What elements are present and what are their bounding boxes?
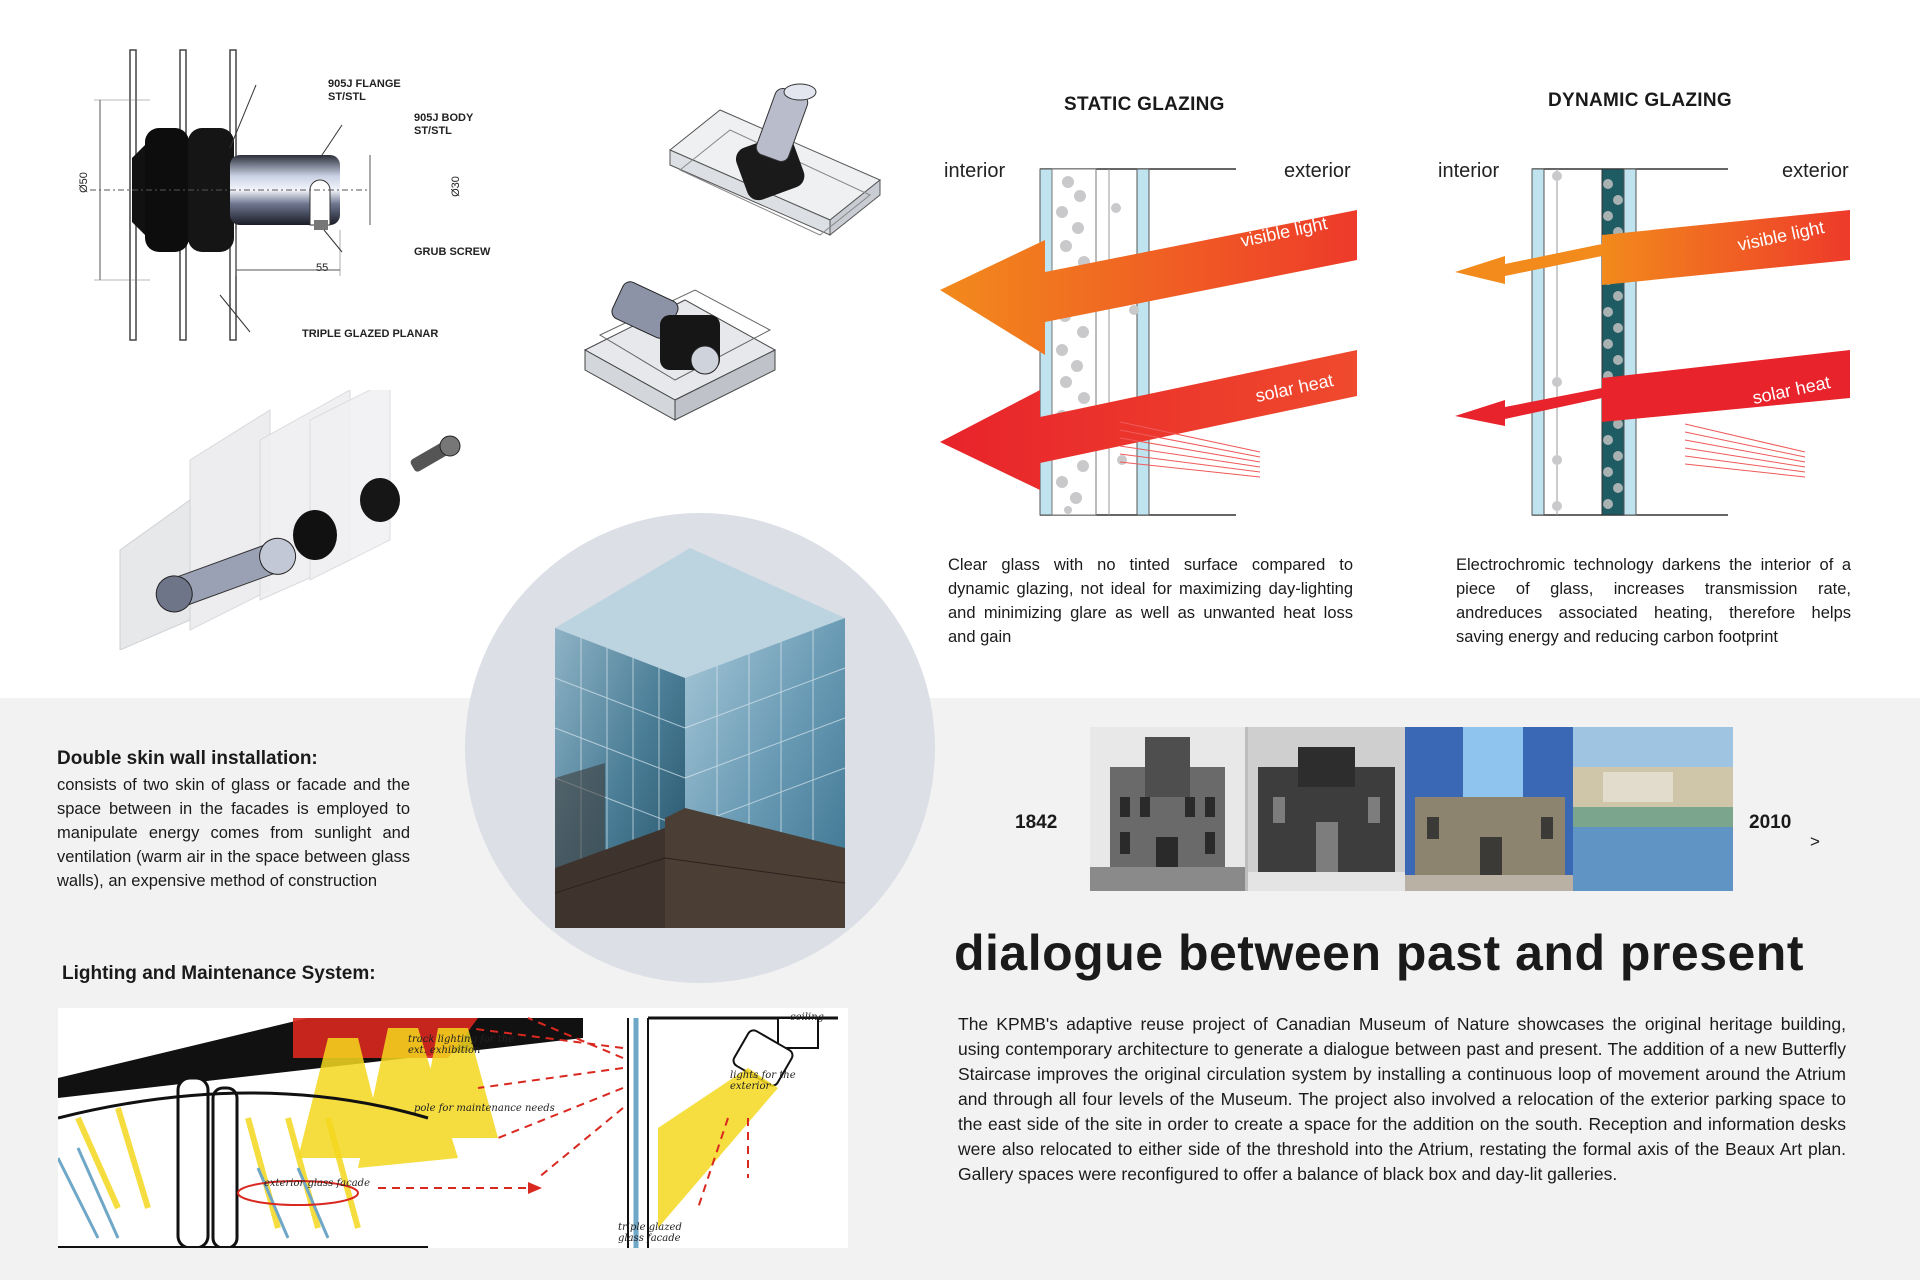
- double-skin-heading: Double skin wall installation:: [57, 748, 318, 769]
- fitting-iso-render-1: [669, 83, 881, 237]
- lighting-heading: Lighting and Maintenance System:: [62, 963, 376, 984]
- dim-50-label: Ø50: [77, 172, 90, 193]
- static-exterior-label: exterior: [1284, 160, 1351, 182]
- timeline-start-year: 1842: [1015, 812, 1058, 833]
- exploded-assembly-render: [119, 390, 461, 650]
- timeline-end-year: 2010: [1749, 812, 1792, 833]
- timeline-next-arrow[interactable]: >: [1810, 832, 1820, 851]
- dim-30-label: Ø30: [449, 176, 462, 197]
- dynamic-glazing-description: Electrochromic technology darkens the in…: [1456, 556, 1851, 646]
- timeline-photo-strip: [1090, 727, 1733, 891]
- dynamic-glazing-title: DYNAMIC GLAZING: [1548, 90, 1732, 111]
- static-glazing-description: Clear glass with no tinted surface compa…: [948, 556, 1353, 646]
- timeline-photo-1842: [1090, 727, 1245, 891]
- fitting-iso-render-2: [583, 281, 777, 421]
- static-glazing-diagram: [940, 168, 1357, 516]
- glass-atrium-photo: [555, 548, 845, 928]
- static-interior-label: interior: [944, 160, 1006, 182]
- timeline-photo-2010: [1573, 727, 1733, 891]
- note-exterior-facade: exterior glass facade: [264, 1178, 371, 1189]
- lighting-maintenance-sketch: [58, 1008, 848, 1248]
- note-pole: pole for maintenance needs: [414, 1103, 555, 1114]
- dialogue-heading: dialogue between past and present: [954, 925, 1804, 981]
- dim-55-label: 55: [316, 262, 329, 274]
- timeline-photo-2: [1248, 727, 1405, 891]
- double-skin-text: consists of two skin of glass or facade …: [57, 776, 410, 890]
- dynamic-glazing-diagram: [1455, 168, 1850, 516]
- note-ceiling: ceiling: [790, 1012, 824, 1023]
- note-triple-glazed: triple glazed glass facade: [618, 1222, 682, 1244]
- note-lights-exterior: lights for the exterior: [730, 1070, 796, 1092]
- dialogue-text: The KPMB's adaptive reuse project of Can…: [958, 1014, 1846, 1184]
- note-track-lighting: track lighting for the ext. exhibition: [408, 1034, 515, 1056]
- grub-screw-label: GRUB SCREW: [414, 246, 491, 258]
- dynamic-exterior-label: exterior: [1782, 160, 1849, 182]
- spider-fitting-drawing: [90, 49, 371, 341]
- static-glazing-title: STATIC GLAZING: [1064, 94, 1225, 115]
- dynamic-interior-label: interior: [1438, 160, 1500, 182]
- triple-glazed-planar-label: TRIPLE GLAZED PLANAR: [302, 328, 439, 340]
- timeline-photo-3: [1405, 727, 1573, 891]
